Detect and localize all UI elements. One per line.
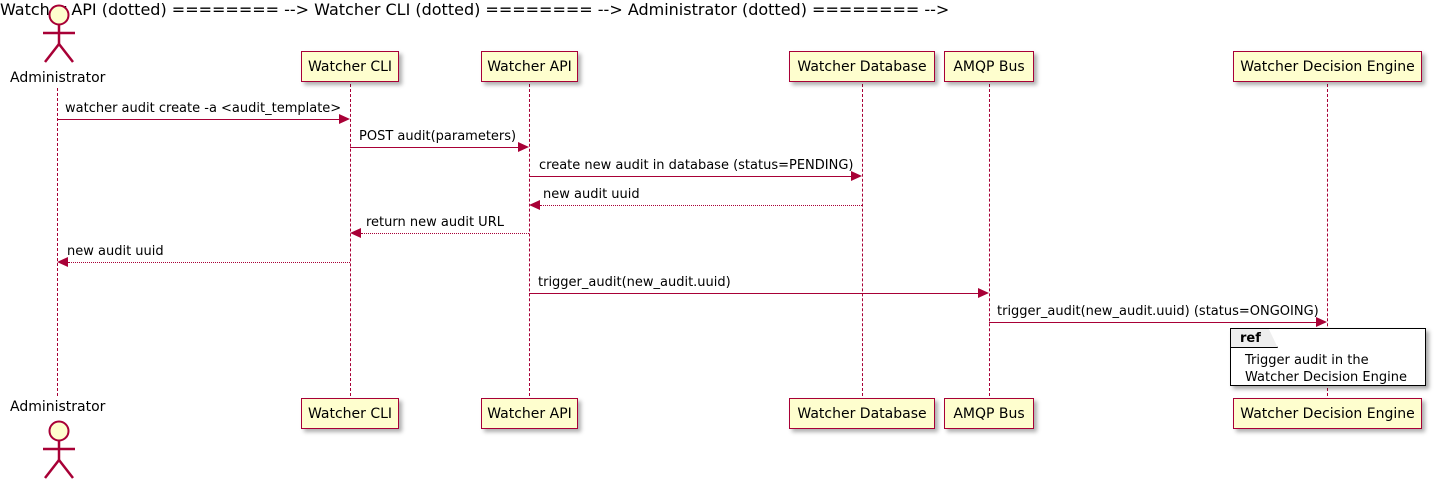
participant-amqp-bus-top[interactable]: AMQP Bus	[944, 51, 1034, 82]
lifeline-watcher-cli	[350, 84, 351, 396]
message-label-watcher-audit-create: watcher audit create -a <audit_template>	[65, 101, 342, 116]
message-line-new-audit-uuid-cli	[68, 262, 350, 263]
participant-label: Watcher CLI	[307, 405, 393, 422]
actor-label-administrator-bottom: Administrator	[10, 399, 106, 415]
actor-label-administrator-top: Administrator	[10, 70, 106, 86]
actor-administrator-bottom[interactable]	[32, 418, 84, 482]
lifeline-watcher-database	[862, 84, 863, 396]
message-line-trigger-audit	[529, 293, 979, 294]
arrowhead-right	[851, 171, 862, 181]
participant-watcher-cli-bottom[interactable]: Watcher CLI	[301, 398, 399, 429]
message-label-return-new-audit-url: return new audit URL	[366, 215, 504, 230]
message-label-create-new-audit: create new audit in database (status=PEN…	[539, 158, 854, 173]
actor-administrator-top[interactable]	[32, 2, 84, 64]
message-label-new-audit-uuid-db: new audit uuid	[543, 187, 640, 202]
arrowhead-right	[518, 142, 529, 152]
message-label-post-audit: POST audit(parameters)	[359, 129, 517, 144]
participant-label: Watcher CLI	[307, 58, 393, 75]
message-label-new-audit-uuid-cli: new audit uuid	[67, 244, 164, 259]
participant-watcher-cli-top[interactable]: Watcher CLI	[301, 51, 399, 82]
lifeline-administrator	[57, 88, 58, 396]
lifeline-amqp-bus	[989, 84, 990, 396]
arrowhead-left	[350, 228, 361, 238]
message-line-post-audit	[350, 147, 519, 148]
participant-label: Watcher Decision Engine	[1240, 58, 1415, 75]
arrowhead-left	[529, 200, 540, 210]
participant-label: AMQP Bus	[953, 405, 1025, 422]
participant-label: AMQP Bus	[953, 58, 1025, 75]
ref-fragment-keyword: ref	[1231, 329, 1278, 348]
ref-fragment-text: Trigger audit in the Watcher Decision En…	[1245, 353, 1407, 385]
message-line-new-audit-uuid-db	[540, 205, 862, 206]
participant-label: Watcher API	[487, 405, 572, 422]
lifeline-watcher-api	[529, 84, 530, 396]
participant-watcher-api-bottom[interactable]: Watcher API	[481, 398, 578, 429]
message-line-watcher-audit-create	[57, 119, 339, 120]
participant-amqp-bus-bottom[interactable]: AMQP Bus	[944, 398, 1034, 429]
message-line-return-new-audit-url	[361, 233, 529, 234]
arrowhead-right	[1316, 317, 1327, 327]
ref-fragment[interactable]: ref Trigger audit in the Watcher Decisio…	[1230, 328, 1426, 386]
arrowhead-right	[339, 114, 350, 124]
participant-label: Watcher Decision Engine	[1240, 405, 1415, 422]
participant-label: Watcher API	[487, 58, 572, 75]
message-label-trigger-audit: trigger_audit(new_audit.uuid)	[538, 275, 731, 290]
participant-label: Watcher Database	[797, 405, 927, 422]
arrowhead-right	[978, 288, 989, 298]
message-line-create-new-audit	[529, 176, 852, 177]
participant-watcher-database-top[interactable]: Watcher Database	[789, 51, 935, 82]
participant-label: Watcher Database	[797, 58, 927, 75]
message-label-trigger-audit-ongoing: trigger_audit(new_audit.uuid) (status=ON…	[997, 304, 1319, 319]
lifeline-decision-engine	[1327, 84, 1328, 396]
arrowhead-left	[57, 257, 68, 267]
message-line-trigger-audit-ongoing	[989, 322, 1316, 323]
participant-watcher-database-bottom[interactable]: Watcher Database	[789, 398, 935, 429]
participant-watcher-api-top[interactable]: Watcher API	[481, 51, 578, 82]
participant-decision-engine-top[interactable]: Watcher Decision Engine	[1233, 51, 1422, 82]
participant-decision-engine-bottom[interactable]: Watcher Decision Engine	[1233, 398, 1422, 429]
